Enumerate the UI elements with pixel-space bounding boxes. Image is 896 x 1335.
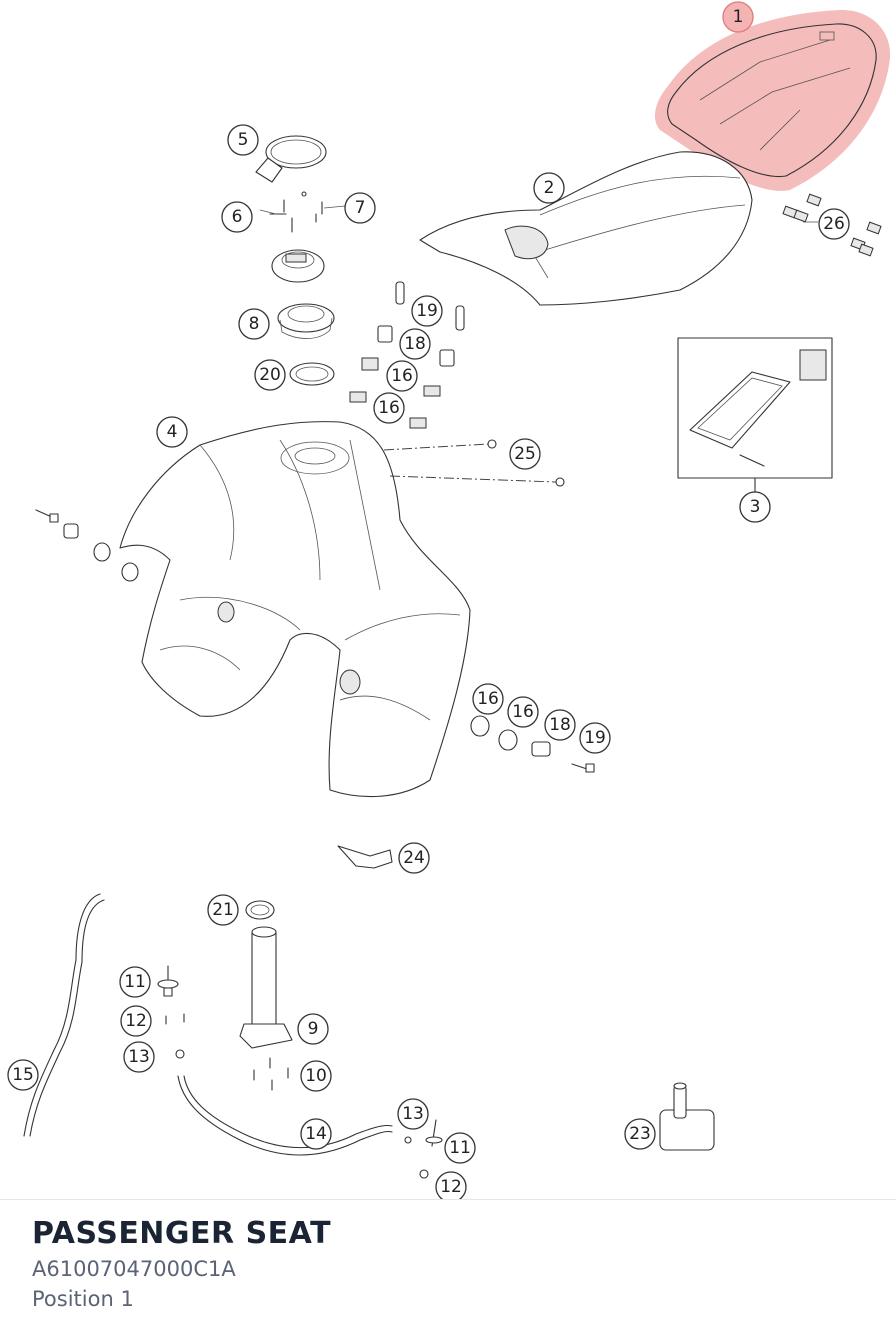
part-seal-ring[interactable] [289,362,335,386]
svg-text:16: 16 [512,702,534,722]
part-mount-hardware-left[interactable] [35,509,139,582]
callout-16[interactable]: 16 [373,392,405,424]
part-fuel-cap[interactable] [271,249,325,283]
svg-text:5: 5 [238,130,249,150]
callout-7[interactable]: 7 [344,192,376,224]
callout-11[interactable]: 11 [119,966,151,998]
svg-text:3: 3 [750,497,761,517]
part-retaining-ring[interactable] [255,135,327,183]
callout-14[interactable]: 14 [300,1118,332,1150]
part-o-ring[interactable] [245,900,275,920]
svg-text:21: 21 [212,900,234,920]
svg-text:11: 11 [124,972,146,992]
svg-text:9: 9 [308,1019,319,1039]
callout-26[interactable]: 26 [818,208,850,240]
part-number: A61007047000C1A [32,1257,236,1281]
callout-12[interactable]: 12 [435,1171,467,1200]
callout-18[interactable]: 18 [544,709,576,741]
callout-5[interactable]: 5 [227,124,259,156]
part-bracket[interactable] [337,845,393,869]
svg-text:7: 7 [355,198,366,218]
svg-text:25: 25 [514,444,536,464]
part-pump-screws[interactable] [253,1057,289,1091]
callout-10[interactable]: 10 [300,1060,332,1092]
svg-text:18: 18 [549,715,571,735]
callout-19[interactable]: 19 [411,295,443,327]
svg-text:8: 8 [249,314,260,334]
callout-12[interactable]: 12 [120,1005,152,1037]
part-mount-hardware-upper[interactable] [349,281,465,429]
callout-24[interactable]: 24 [398,842,430,874]
exploded-parts-diagram: 1 2 3 4 5 6 7 8 9 10 11 11 12 12 13 13 1… [7,1,891,1200]
svg-text:14: 14 [305,1124,327,1144]
part-nuts[interactable] [383,439,565,487]
svg-text:19: 19 [584,728,606,748]
callout-25[interactable]: 25 [509,438,541,470]
part-position: Position 1 [32,1287,134,1311]
part-hose-15[interactable] [23,893,105,1137]
callout-4[interactable]: 4 [156,416,188,448]
callout-11[interactable]: 11 [444,1132,476,1164]
svg-text:1: 1 [733,7,744,27]
part-info-panel: PASSENGER SEAT A61007047000C1A Position … [32,1214,331,1314]
svg-text:2: 2 [544,178,555,198]
svg-text:24: 24 [403,848,425,868]
part-fuel-filter[interactable] [659,1082,715,1151]
svg-text:13: 13 [402,1104,424,1124]
callout-16[interactable]: 16 [386,360,418,392]
part-tool-kit[interactable] [677,337,833,493]
svg-text:23: 23 [629,1124,651,1144]
callout-3[interactable]: 3 [739,491,771,523]
svg-text:12: 12 [125,1011,147,1031]
callout-6[interactable]: 6 [221,201,253,233]
part-fuel-pump[interactable] [239,926,293,1049]
callout-16[interactable]: 16 [507,696,539,728]
svg-text:16: 16 [477,689,499,709]
callout-18[interactable]: 18 [399,328,431,360]
callout-21[interactable]: 21 [207,894,239,926]
svg-text:10: 10 [305,1066,327,1086]
leader-lines [259,205,818,223]
part-fittings-right[interactable] [404,1119,443,1179]
svg-text:4: 4 [167,422,178,442]
callout-13[interactable]: 13 [397,1098,429,1130]
callout-23[interactable]: 23 [624,1118,656,1150]
callout-19[interactable]: 19 [579,722,611,754]
part-title: PASSENGER SEAT [32,1216,332,1251]
svg-text:16: 16 [378,398,400,418]
callout-13[interactable]: 13 [123,1041,155,1073]
svg-text:26: 26 [823,214,845,234]
part-fittings-left[interactable] [157,965,185,1059]
svg-text:15: 15 [12,1065,34,1085]
callout-16[interactable]: 16 [472,683,504,715]
part-clips[interactable] [782,193,882,257]
svg-text:13: 13 [128,1047,150,1067]
callout-9[interactable]: 9 [297,1013,329,1045]
svg-text:20: 20 [259,365,281,385]
part-mount-hardware-right[interactable] [470,715,595,773]
svg-text:12: 12 [440,1177,462,1197]
svg-text:19: 19 [416,301,438,321]
part-rider-seat[interactable] [419,151,753,306]
callout-15[interactable]: 15 [7,1059,39,1091]
svg-text:18: 18 [404,334,426,354]
part-hose-14[interactable] [177,1075,393,1156]
callout-8[interactable]: 8 [238,308,270,340]
callout-20[interactable]: 20 [254,359,286,391]
part-fuel-tank[interactable] [119,421,471,798]
callout-2[interactable]: 2 [533,172,565,204]
part-passenger-seat[interactable] [654,9,891,191]
svg-text:6: 6 [232,207,243,227]
divider [0,1199,896,1200]
svg-text:11: 11 [449,1138,471,1158]
svg-text:16: 16 [391,366,413,386]
callout-1[interactable]: 1 [722,1,754,33]
part-filler-flange[interactable] [277,303,335,339]
part-screws-cap[interactable] [269,191,323,233]
